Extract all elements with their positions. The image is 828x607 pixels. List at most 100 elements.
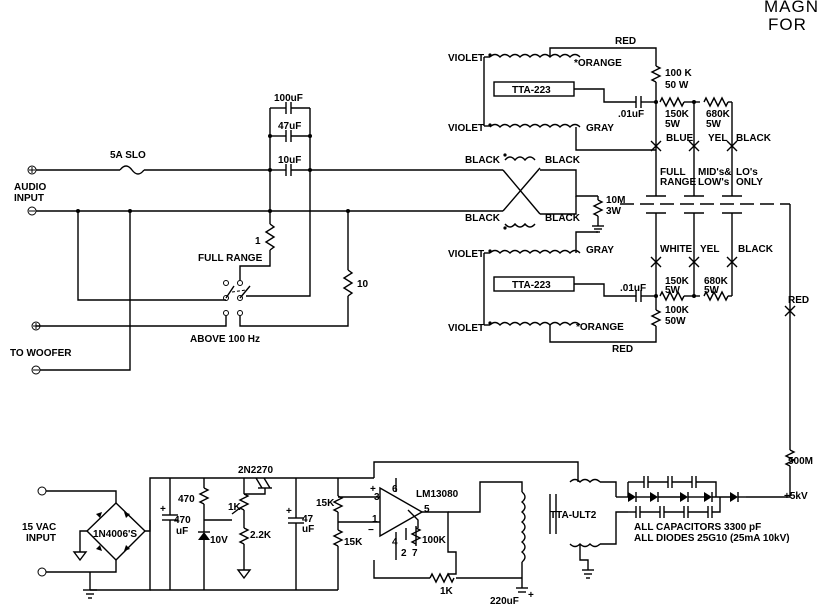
upper-r680k: 680K [706,109,731,120]
upper-gray: GRAY [586,123,614,134]
lower-red: RED [612,344,633,355]
lower-cap: .01uF [620,283,646,294]
upper-r680k-watt: 5W [706,119,722,130]
above-100hz-label: ABOVE 100 Hz [190,334,260,345]
upper-blue: BLUE [666,133,694,144]
upper-tta: TTA-223 [512,85,551,96]
pin5-label: 5 [424,504,430,515]
ic-label: LM13080 [416,489,459,500]
zener-label: 10V [210,535,228,546]
lower-r100k-watt: 50W [665,316,686,327]
r1-label: 1 [255,236,261,247]
upper-cap: .01uF [618,109,644,120]
cap-47uf: 47uF [278,121,301,132]
audio-input-label: AUDIO [14,182,46,193]
r100k-supply-label: 100K [422,535,447,546]
lower-r100k: 100K [665,305,690,316]
tta-ult2-transformer [549,478,601,548]
upper-violet-mid: VIOLET [448,123,484,134]
r10m-watt: 3W [606,206,622,217]
multiplier-note-2: ALL DIODES 25G10 (25mA 10kV) [634,533,790,544]
full-range-label: FULL RANGE [198,253,263,264]
lm13080-opamp [379,486,424,538]
pin7-label: 7 [412,548,418,559]
c470-label: 470 [174,515,191,526]
opamp-plus: + [370,484,376,495]
los-sel-2: ONLY [736,177,763,188]
audio-input: AUDIO INPUT [14,165,46,216]
lower-r150k: 150K [665,276,690,287]
opamp-minus: − [368,525,374,536]
pin4-label: 4 [392,537,398,548]
fuse-label: 5A SLO [110,150,146,161]
hv-red-label: RED [788,295,809,306]
pin3-label: 3 [374,492,380,503]
cross-black-br: BLACK [545,213,581,224]
lower-orange: *ORANGE [576,322,624,333]
vac-label-2: INPUT [26,533,56,544]
vac-label-1: 15 VAC [22,522,56,533]
x-marks-lower [650,256,738,268]
bridge-rectifier [86,502,146,561]
lower-yel: YEL [700,244,719,255]
header-line1: MAGN [764,0,819,16]
lower-tta: TTA-223 [512,280,551,291]
mids-sel-2: LOW's [698,177,730,188]
upper-red: RED [615,36,636,47]
los-sel-1: LO's [736,167,758,178]
upper-yel: YEL [708,133,727,144]
header-line2: FOR [768,15,807,34]
c47-label: 47 [302,514,314,525]
upper-black: BLACK [736,133,772,144]
lower-r680k: 680K [704,276,729,287]
upper-violet-top: VIOLET [448,53,484,64]
upper-r150k: 150K [665,109,690,120]
lower-r680k-watt: 5W [704,285,720,296]
pin1-label: 1 [372,514,378,525]
transistor-label: 2N2270 [238,465,273,476]
to-woofer-label: TO WOOFER [10,348,72,359]
pin2-label: 2 [401,548,407,559]
r15k-a-label: 15K [316,498,335,509]
c47-unit: uF [302,524,314,535]
lower-violet-top: VIOLET [448,249,484,260]
c220-label: 220uF [490,596,519,607]
r22k-label: 2.2K [250,530,272,541]
ult-label: TTA-ULT2 [550,510,597,521]
upper-r100k-watt: 50 W [665,80,689,91]
lower-r150k-watt: 5W [665,285,681,296]
mids-sel-1: MID's& [698,167,732,178]
cross-black-tl: BLACK [465,155,501,166]
upper-r150k-watt: 5W [665,119,681,130]
lower-white: WHITE [660,244,693,255]
full-range-sel-1: FULL [660,167,686,178]
capacitor-bank [268,102,312,176]
bridge-label: 1N4006'S [93,529,137,540]
c47-plus: + [286,506,292,517]
c470-plus: + [160,504,166,515]
r10-label: 10 [357,279,369,290]
hv-x-mark [784,305,796,317]
r470-label: 470 [178,494,195,505]
range-switch[interactable] [223,280,251,316]
lower-gray: GRAY [586,245,614,256]
transistor-2n2270 [244,477,272,495]
upper-orange: *ORANGE [574,58,622,69]
r500m-label: 500M [788,456,813,467]
pot-label: 1K [228,502,242,513]
full-range-sel-2: RANGE [660,177,696,188]
upper-r100k: 100 K [665,68,692,79]
multiplier-note-1: ALL CAPACITORS 3300 pF [634,522,761,533]
cross-black-tr: BLACK [545,155,581,166]
r1k-label: 1K [440,586,454,597]
audio-input-label2: INPUT [14,193,44,204]
cap-100uf: 100uF [274,93,303,104]
r10m-label: 10M [606,195,625,206]
r15k-b-label: 15K [344,537,363,548]
voltage-multiplier [616,476,746,518]
hv-out-label: +5kV [784,491,808,502]
fuse [119,165,145,175]
x-marks-upper [650,140,738,152]
cross-coupling-transformer [502,153,541,230]
